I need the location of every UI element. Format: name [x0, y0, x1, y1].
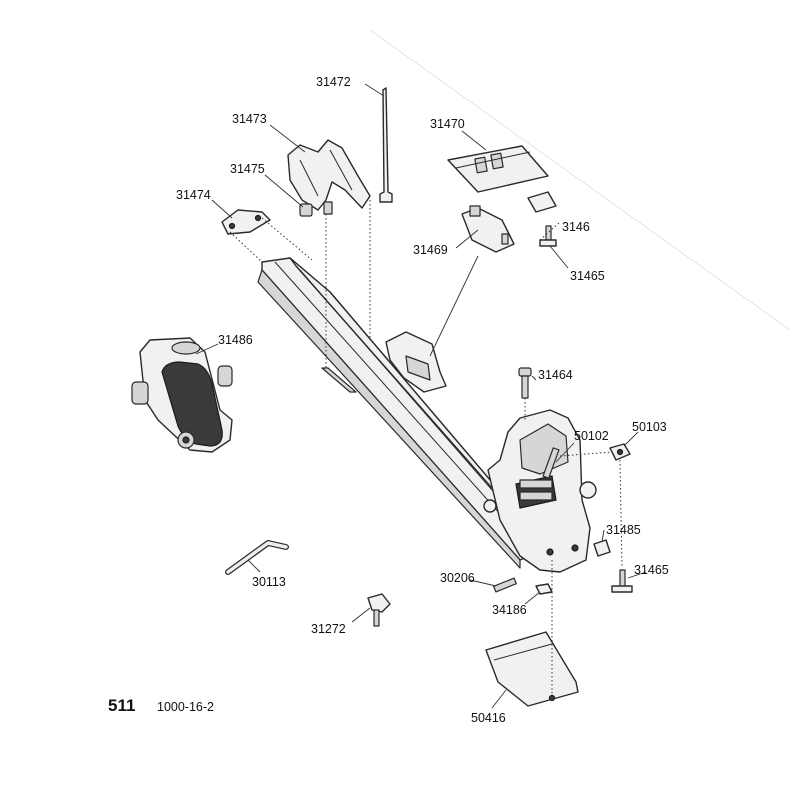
label-31472: 31472 — [316, 75, 351, 89]
label-31475: 31475 — [230, 162, 265, 176]
part-34186-washer — [535, 583, 553, 595]
leader-lines — [195, 83, 647, 709]
part-31473-tray-cover — [287, 139, 371, 215]
label-34186: 34186 — [492, 603, 527, 617]
part-50103-nut — [609, 443, 631, 461]
part-labels: 31472 31473 31470 31475 31474 3146 31469… — [176, 75, 669, 725]
label-50416: 50416 — [471, 711, 506, 725]
label-31465-bottom: 31465 — [634, 563, 669, 577]
part-30206-pin — [493, 577, 517, 593]
part-31464-bolt — [518, 367, 532, 399]
part-31470-plate — [447, 145, 549, 193]
part-50416-bottom-plate — [485, 631, 579, 707]
assembly-guide-lines — [229, 200, 623, 700]
main-rail — [257, 257, 553, 569]
part-31469-bracket — [461, 205, 515, 253]
label-31473: 31473 — [232, 112, 267, 126]
label-31272: 31272 — [311, 622, 346, 636]
label-31470: 31470 — [430, 117, 465, 131]
label-31486: 31486 — [218, 333, 253, 347]
part-frame-holder-block — [385, 331, 447, 393]
part-31474-end-cap — [221, 209, 271, 235]
part-31472-strap — [379, 87, 393, 203]
label-50103: 50103 — [632, 420, 667, 434]
label-31464: 31464 — [538, 368, 573, 382]
label-50102: 50102 — [574, 429, 609, 443]
label-31474: 31474 — [176, 188, 211, 202]
part-31465-bolt-bottom — [611, 569, 633, 593]
part-30113-allen-key — [225, 540, 289, 575]
label-31485: 31485 — [606, 523, 641, 537]
part-31465-bolt-top — [539, 225, 557, 247]
page-number: 511 — [108, 696, 135, 715]
part-50102-screw — [542, 447, 560, 479]
part-31485-knob — [593, 539, 611, 557]
label-31465-top: 31465 — [570, 269, 605, 283]
part-31486-wheel-clamp — [131, 337, 233, 453]
background-guide-line — [369, 29, 791, 331]
part-31272-key — [367, 593, 391, 627]
label-30113: 30113 — [252, 575, 286, 589]
label-30206: 30206 — [440, 571, 475, 585]
label-3146: 3146 — [562, 220, 590, 234]
document-code: 1000-16-2 — [157, 700, 214, 714]
label-31469: 31469 — [413, 243, 448, 257]
part-3146x-plate — [527, 191, 557, 213]
